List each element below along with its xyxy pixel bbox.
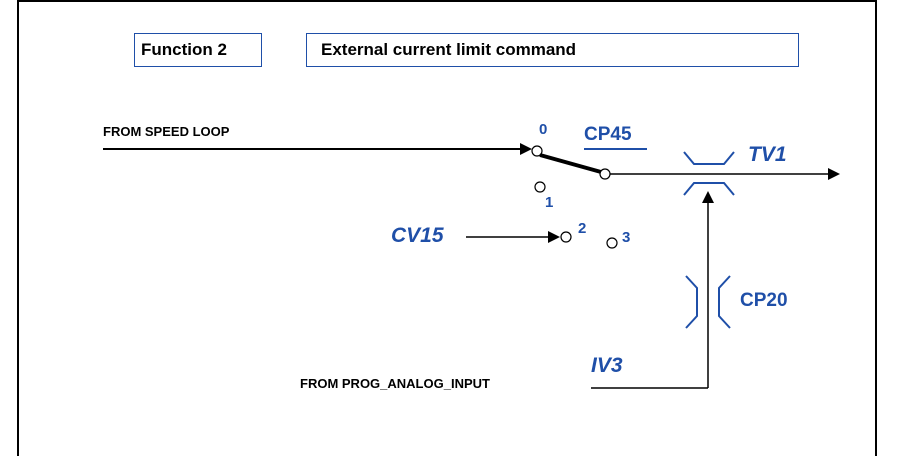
switch-position-0-label: 0 [539, 121, 548, 138]
cp20-left-bracket [685, 275, 698, 329]
cv15-label: CV15 [391, 224, 444, 247]
tv1-label: TV1 [748, 143, 787, 166]
function-label: Function 2 [141, 40, 227, 59]
switch-position-3-label: 3 [622, 229, 631, 246]
page-title: External current limit command [321, 40, 577, 59]
iv3-label: IV3 [591, 354, 623, 377]
cp45-label: CP45 [584, 124, 632, 145]
switch-position-2-label: 2 [578, 220, 587, 237]
switch-contact-0 [531, 145, 543, 157]
limiter-lower-symbol [683, 182, 735, 196]
function-label-box: Function 2 [134, 33, 262, 67]
cp20-right-bracket [718, 275, 731, 329]
cp20-label: CP20 [740, 290, 788, 311]
switch-contact-1 [534, 181, 546, 193]
title-box: External current limit command [306, 33, 799, 67]
diagram-frame [17, 0, 877, 456]
limiter-upper-symbol [683, 151, 735, 165]
switch-lever [539, 153, 602, 174]
switch-common-contact [599, 168, 611, 180]
switch-position-1-label: 1 [545, 194, 554, 211]
analog-input-label: FROM PROG_ANALOG_INPUT [300, 376, 490, 391]
switch-contact-3 [606, 237, 618, 249]
switch-contact-2 [560, 231, 572, 243]
speed-loop-label: FROM SPEED LOOP [103, 124, 230, 139]
